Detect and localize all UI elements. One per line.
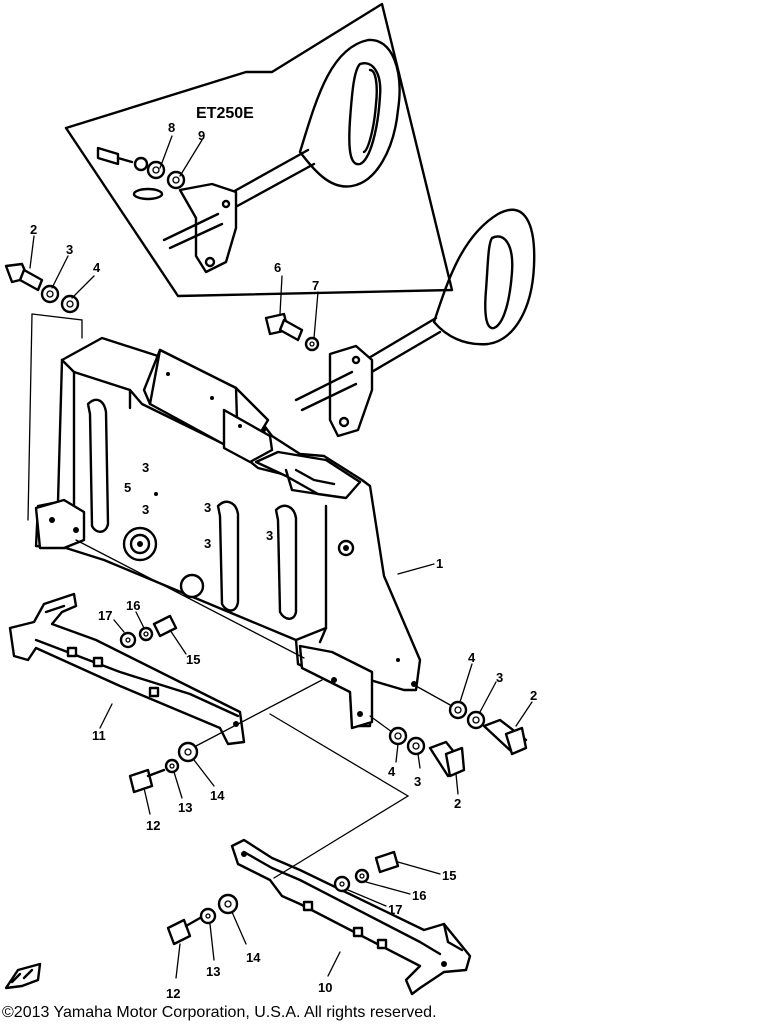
label-17-lower: 17 xyxy=(388,902,402,917)
label-7: 7 xyxy=(312,278,319,293)
label-12-lower: 12 xyxy=(166,986,180,1001)
label-3-right: 3 xyxy=(496,670,503,685)
bolt-set-right: 2 3 4 2 3 4 xyxy=(369,650,537,811)
label-16-lower: 16 xyxy=(412,888,426,903)
label-3-mark-1: 3 xyxy=(142,460,149,475)
label-3-mark-3: 3 xyxy=(204,500,211,515)
inset-et250e: ET250E 8 9 xyxy=(64,2,454,298)
label-12-upper: 12 xyxy=(146,818,160,833)
main-frame: 1 5 3 3 3 3 3 xyxy=(34,336,443,730)
label-5: 5 xyxy=(124,480,131,495)
label-3-upper: 3 xyxy=(66,242,73,257)
label-4-right: 4 xyxy=(468,650,476,665)
label-3-mark-5: 3 xyxy=(266,528,273,543)
bolt-set-upper-left: 2 3 4 xyxy=(4,222,101,521)
label-16-upper: 16 xyxy=(126,598,140,613)
label-13-upper: 13 xyxy=(178,800,192,815)
copyright-footer: ©2013 Yamaha Motor Corporation, U.S.A. A… xyxy=(2,1004,437,1021)
label-14-upper: 14 xyxy=(210,788,225,803)
handle-assembly: 6 7 xyxy=(264,208,536,438)
label-14-lower: 14 xyxy=(246,950,261,965)
label-2-upper: 2 xyxy=(30,222,37,237)
label-1: 1 xyxy=(436,556,443,571)
label-2-right: 2 xyxy=(530,688,537,703)
label-11: 11 xyxy=(92,728,106,743)
label-17-upper: 17 xyxy=(98,608,112,623)
label-6: 6 xyxy=(274,260,281,275)
front-arrow-icon xyxy=(4,962,42,990)
label-3-mark-4: 3 xyxy=(204,536,211,551)
inset-model-label: ET250E xyxy=(196,105,254,122)
rail-11: 11 15 16 17 12 13 14 xyxy=(8,592,323,833)
label-15-upper: 15 xyxy=(186,652,200,667)
label-4-upper: 4 xyxy=(93,260,101,275)
label-2-lower: 2 xyxy=(454,796,461,811)
label-9: 9 xyxy=(198,128,205,143)
rail-10: 10 15 16 17 12 13 14 xyxy=(166,838,472,1001)
reference-lines xyxy=(75,539,410,879)
label-4-lower: 4 xyxy=(388,764,396,779)
label-8: 8 xyxy=(168,120,175,135)
label-15-lower: 15 xyxy=(442,868,456,883)
label-13-lower: 13 xyxy=(206,964,220,979)
label-10: 10 xyxy=(318,980,332,995)
label-3-lower: 3 xyxy=(414,774,421,789)
label-3-mark-2: 3 xyxy=(142,502,149,517)
